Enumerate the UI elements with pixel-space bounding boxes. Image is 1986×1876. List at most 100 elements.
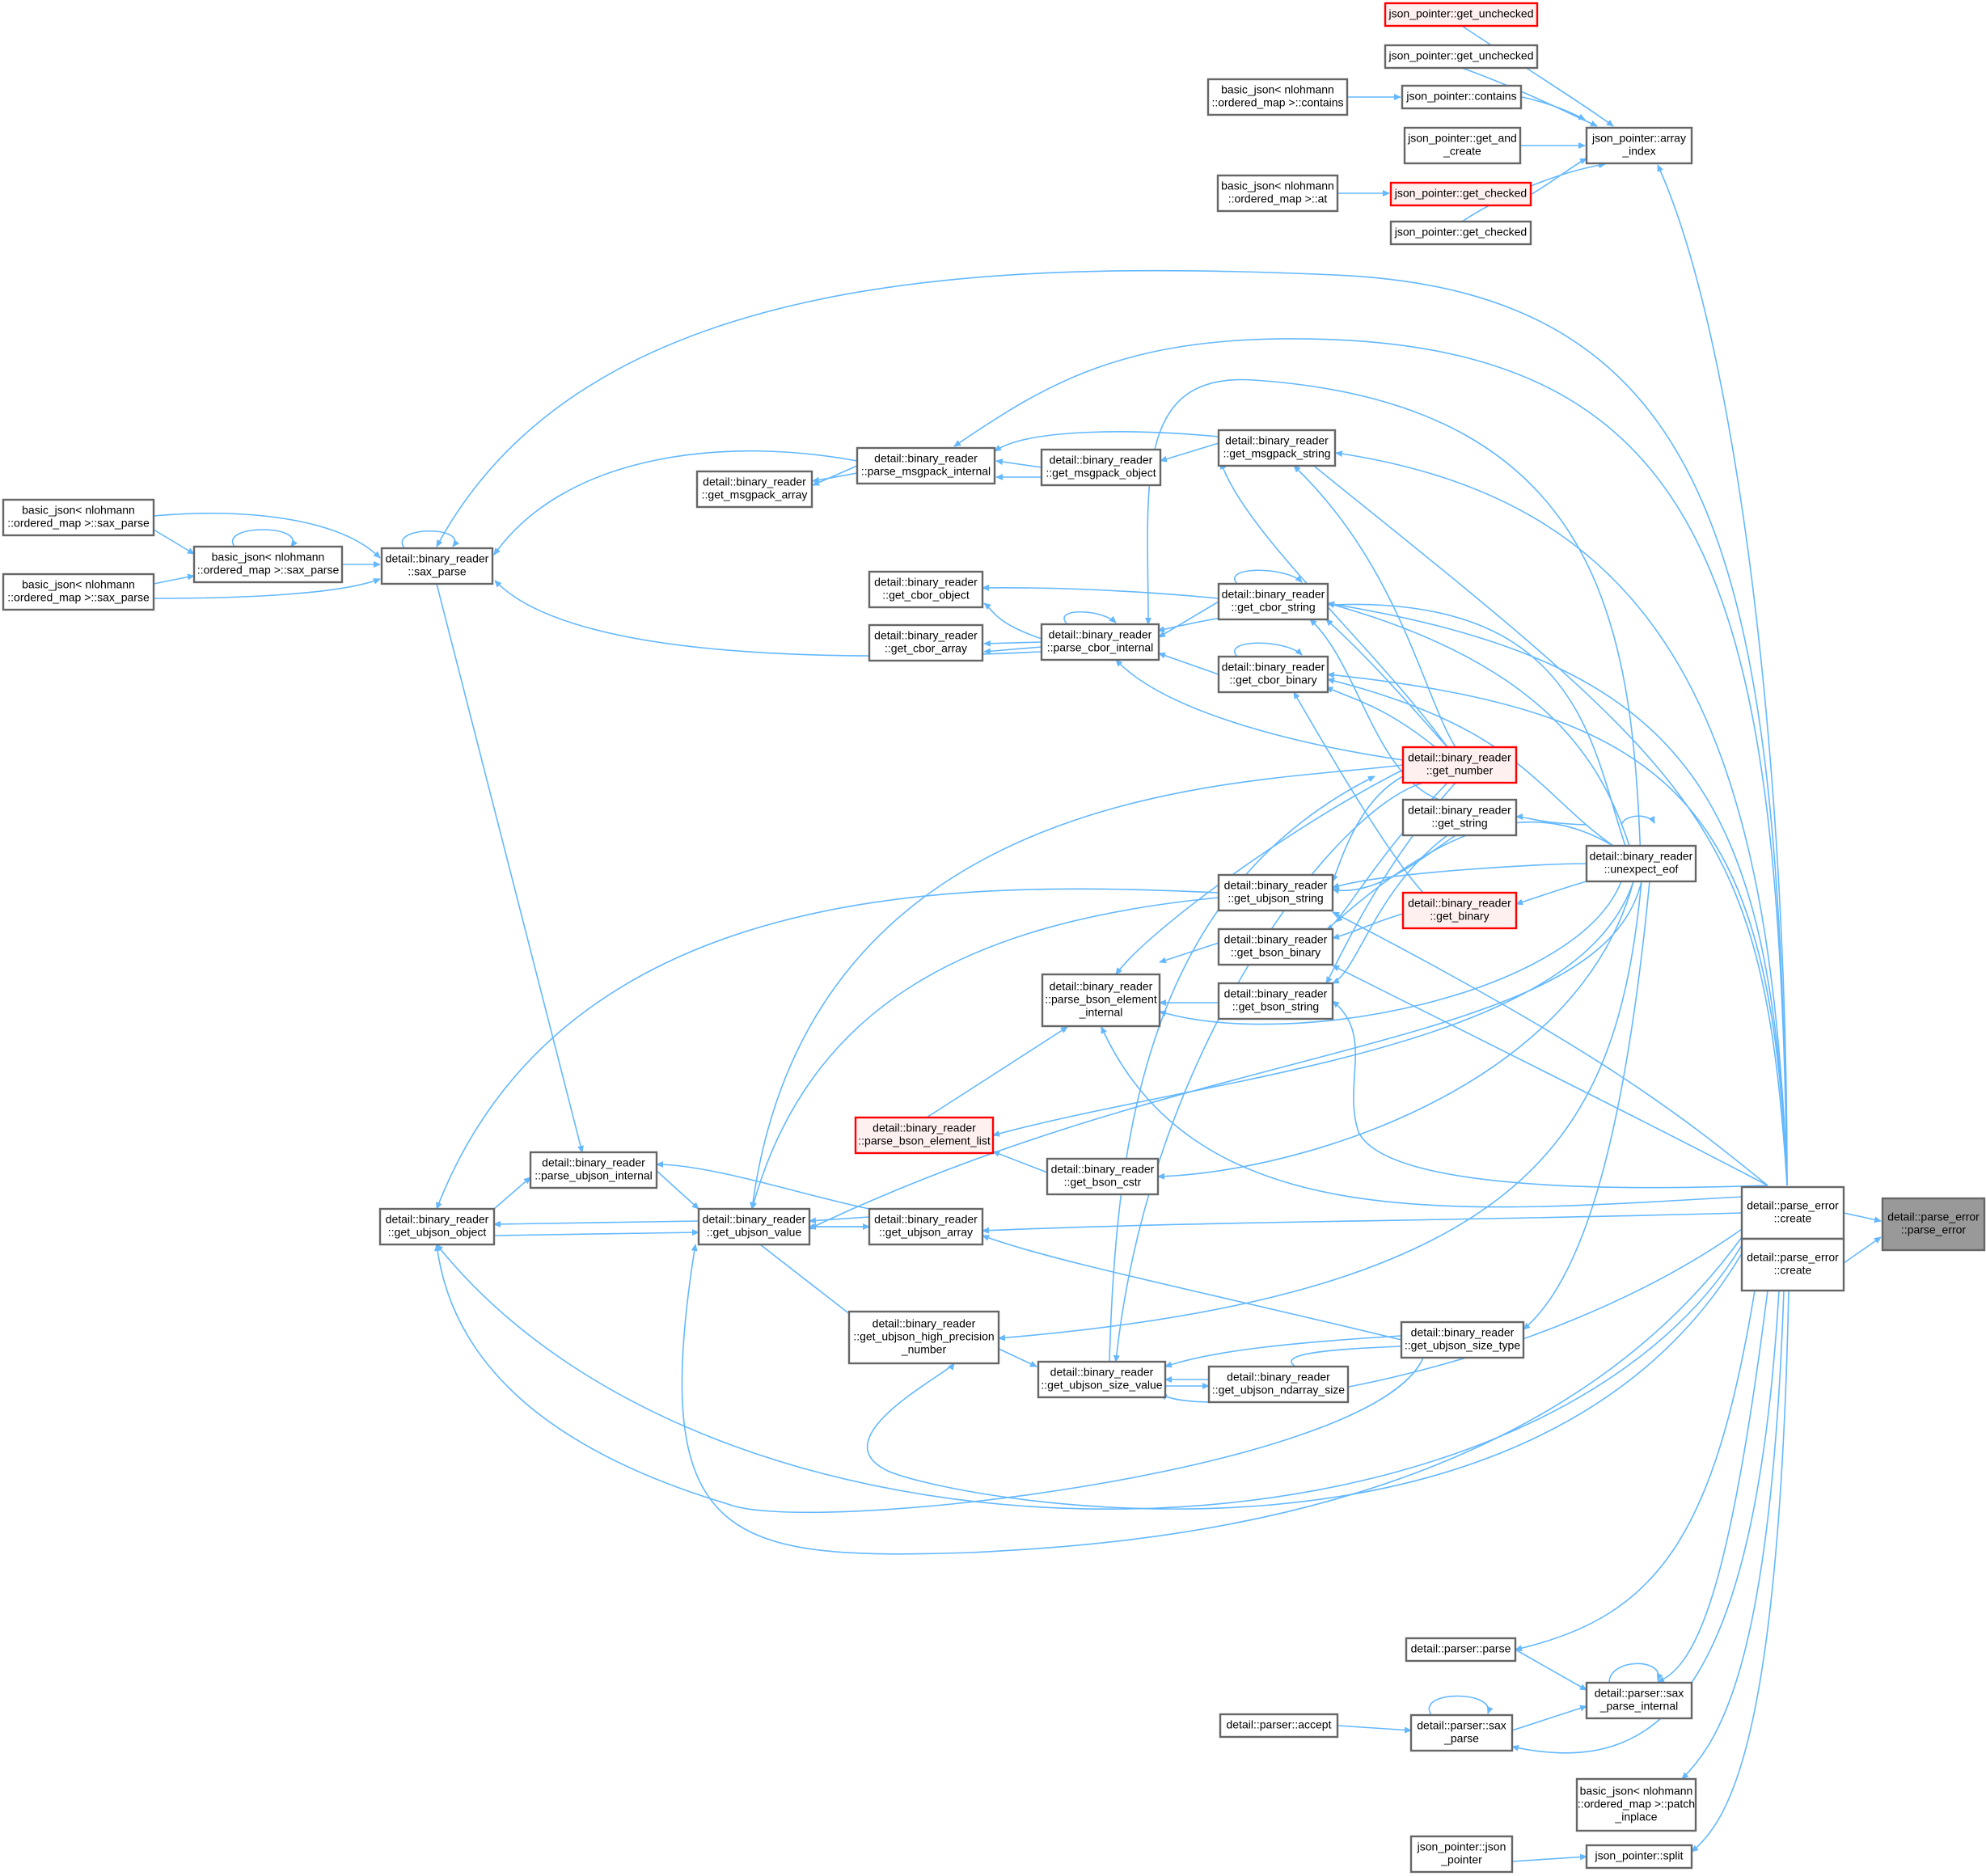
graph-node-get-msgpack-object[interactable]: detail::binary_reader::get_msgpack_objec… [1040,448,1162,487]
call-edge [1521,96,1586,120]
graph-node-parse-cbor-internal[interactable]: detail::binary_reader::parse_cbor_intern… [1040,623,1160,661]
node-label-line: ::ordered_map >::sax_parse [197,564,340,577]
graph-node-jp-contains[interactable]: json_pointer::contains [1401,84,1523,110]
graph-node-pe-create2[interactable]: detail::parse_error::create [1740,1237,1845,1292]
graph-node-parser-sax-parse[interactable]: detail::parser::sax_parse [1409,1713,1514,1752]
node-label-line: json_pointer::json [1417,1840,1506,1853]
node-label-line: ::get_msgpack_object [1046,467,1156,480]
call-edge [998,1348,1037,1367]
graph-node-get-cbor-string[interactable]: detail::binary_reader::get_cbor_string [1217,582,1329,621]
graph-node-get-ubjson-value[interactable]: detail::binary_reader::get_ubjson_value [697,1207,811,1246]
graph-node-jp-get-unchecked[interactable]: json_pointer::get_unchecked [1384,44,1539,70]
graph-node-parser-sax-parse-internal[interactable]: detail::parser::sax_parse_internal [1585,1681,1693,1720]
graph-node-bj-sax-parse-mid[interactable]: basic_json< nlohmann::ordered_map >::sax… [192,545,344,584]
graph-node-get-ubjson-ndarray-size[interactable]: detail::binary_reader::get_ubjson_ndarra… [1207,1365,1350,1404]
call-edge [436,583,584,1153]
graph-node-get-number[interactable]: detail::binary_reader::get_number [1401,746,1518,784]
node-label-line: _inplace [1614,1811,1657,1823]
graph-node-get-ubjson-high-precision[interactable]: detail::binary_reader::get_ubjson_high_p… [847,1310,1000,1365]
node-label-line: ::unexpect_eof [1604,863,1679,876]
graph-node-get-ubjson-object[interactable]: detail::binary_reader::get_ubjson_object [378,1207,496,1246]
graph-node-get-ubjson-string[interactable]: detail::binary_reader::get_ubjson_string [1217,873,1334,912]
call-edge [1515,1649,1587,1691]
call-edge [982,1235,1402,1341]
graph-node-get-binary[interactable]: detail::binary_reader::get_binary [1401,891,1518,930]
node-box [1405,1637,1517,1663]
graph-node-bj-at[interactable]: basic_json< nlohmann::ordered_map >::at [1216,174,1339,213]
graph-node-bj-patch-inplace[interactable]: basic_json< nlohmann::ordered_map >::pat… [1575,1777,1697,1832]
call-edge [1691,1290,1790,1853]
node-box [380,547,494,585]
graph-node-jp-get-checked-red[interactable]: json_pointer::get_checked [1389,181,1532,207]
graph-node-get-bson-cstr[interactable]: detail::binary_reader::get_bson_cstr [1046,1157,1160,1196]
graph-node-jp-array-index[interactable]: json_pointer::array_index [1585,126,1693,165]
node-box [2,573,155,611]
graph-node-jp-json-pointer[interactable]: json_pointer::json_pointer [1409,1835,1514,1874]
call-edge [1332,913,1404,940]
graph-node-get-cbor-array[interactable]: detail::binary_reader::get_cbor_array [868,623,984,662]
node-box [1216,174,1339,213]
call-edge [1159,881,1622,1025]
graph-node-parse-msgpack-internal[interactable]: detail::binary_reader::parse_msgpack_int… [856,446,996,485]
node-label-line: ::get_ubjson_object [388,1226,487,1239]
graph-node-get-bson-binary[interactable]: detail::binary_reader::get_bson_binary [1217,927,1334,966]
call-edge [1515,1290,1756,1652]
node-box [868,623,984,662]
graph-node-get-bson-string[interactable]: detail::binary_reader::get_bson_string [1217,982,1334,1020]
graph-node-get-ubjson-size-type[interactable]: detail::binary_reader::get_ubjson_size_t… [1400,1320,1525,1359]
node-label-line: detail::binary_reader [873,1122,976,1134]
graph-node-parse-ubjson-internal[interactable]: detail::binary_reader::parse_ubjson_inte… [529,1151,658,1189]
node-label-line: _create [1443,145,1481,158]
node-label-line: ::ordered_map >::at [1228,192,1328,205]
graph-node-unexpect-eof[interactable]: detail::binary_reader::unexpect_eof [1585,844,1697,883]
node-label-line: detail::binary_reader [1224,987,1328,1000]
call-edge [1160,1228,1743,1403]
call-edge [1657,164,1788,1186]
node-label-line: basic_json< nlohmann [22,504,135,517]
call-edge [998,881,1642,1342]
graph-node-parse-error[interactable]: detail::parse_error::parse_error [1881,1197,1986,1252]
graph-node-sax-parse-br[interactable]: detail::binary_reader::sax_parse [380,547,494,585]
graph-node-pe-create1[interactable]: detail::parse_error::create [1740,1185,1845,1240]
graph-node-parser-parse[interactable]: detail::parser::parse [1405,1637,1517,1663]
graph-node-get-ubjson-size-value[interactable]: detail::binary_reader::get_ubjson_size_v… [1037,1360,1167,1399]
node-box [1403,126,1522,165]
call-edge [1158,601,1219,638]
graph-node-bj-sax-parse-bot[interactable]: basic_json< nlohmann::ordered_map >::sax… [2,573,155,611]
node-label-line: ::ordered_map >::sax_parse [7,517,150,530]
call-edge [1293,465,1456,748]
graph-node-get-ubjson-array[interactable]: detail::binary_reader::get_ubjson_array [868,1207,984,1246]
graph-node-bj-sax-parse-top[interactable]: basic_json< nlohmann::ordered_map >::sax… [2,498,155,537]
graph-node-get-msgpack-string[interactable]: detail::binary_reader::get_msgpack_strin… [1217,429,1337,467]
graph-node-get-cbor-binary[interactable]: detail::binary_reader::get_cbor_binary [1217,655,1329,694]
node-box [1409,1835,1514,1874]
graph-node-jp-get-unchecked-red[interactable]: json_pointer::get_unchecked [1384,2,1539,27]
graph-node-jp-get-and-create[interactable]: json_pointer::get_and_create [1403,126,1522,165]
graph-node-parser-accept[interactable]: detail::parser::accept [1219,1713,1339,1739]
node-box [1585,844,1697,883]
node-label-line: detail::binary_reader [1222,661,1325,674]
node-label-line: ::get_binary [1430,910,1489,923]
graph-node-parse-bson-element-list[interactable]: detail::binary_reader::parse_bson_elemen… [854,1116,995,1155]
graph-node-jp-split[interactable]: json_pointer::split [1585,1844,1693,1870]
node-label-line: ::get_bson_cstr [1064,1176,1142,1189]
graph-node-jp-get-checked[interactable]: json_pointer::get_checked [1389,220,1532,246]
node-label-line: ::get_bson_binary [1231,946,1320,959]
graph-node-get-cbor-object[interactable]: detail::binary_reader::get_cbor_object [868,570,984,609]
graph-node-parse-bson-element-internal[interactable]: detail::binary_reader::parse_bson_elemen… [1041,973,1161,1028]
node-label-line: detail::parse_error [1747,1251,1839,1264]
graph-node-get-string[interactable]: detail::binary_reader::get_string [1401,798,1518,837]
node-box [697,1207,811,1246]
graph-node-bj-contains[interactable]: basic_json< nlohmann::ordered_map >::con… [1206,78,1349,116]
call-edge [982,1212,1743,1234]
call-edge [493,1177,531,1210]
node-label-line: detail::binary_reader [874,452,978,465]
call-edge [1515,813,1587,826]
node-label-line: basic_json< nlohmann [1221,83,1334,96]
node-label-line: basic_json< nlohmann [22,578,135,591]
graph-node-get-msgpack-array[interactable]: detail::binary_reader::get_msgpack_array [695,470,813,509]
node-box [192,545,344,584]
call-edge [1327,602,1630,847]
node-label-line: json_pointer::split [1595,1849,1684,1862]
node-label-line: basic_json< nlohmann [212,551,325,564]
